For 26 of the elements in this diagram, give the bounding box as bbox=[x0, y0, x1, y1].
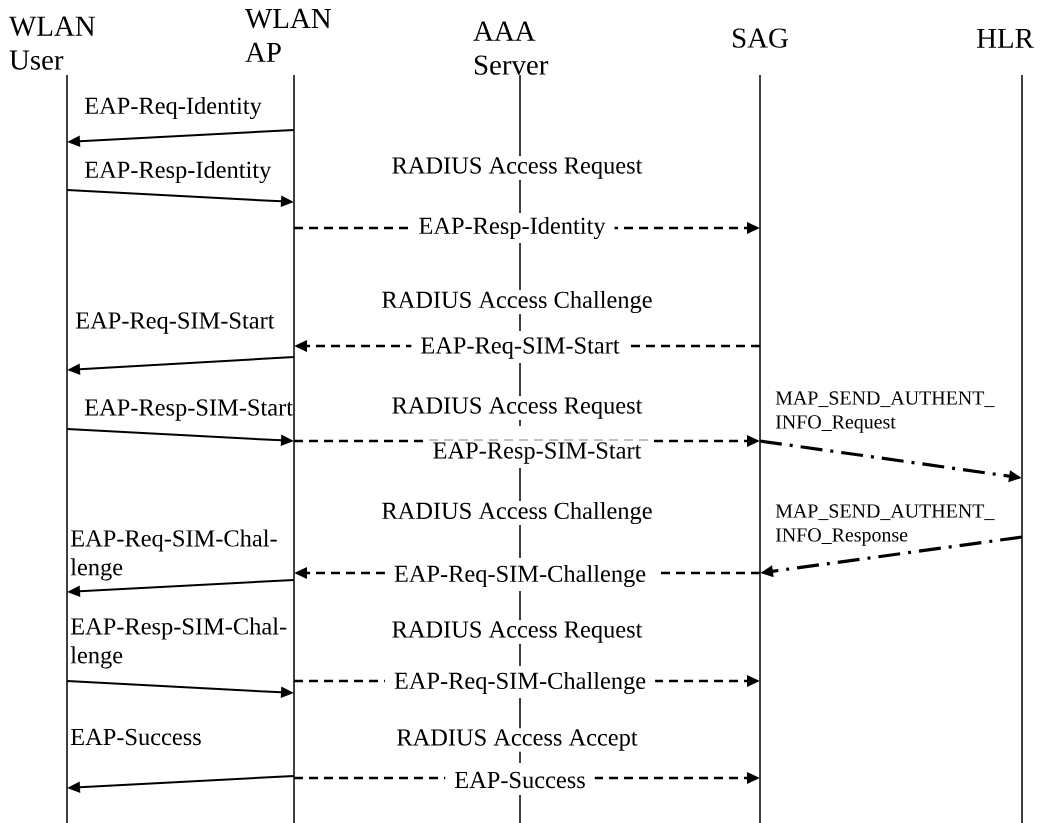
protocol-label: RADIUS Access Challenge bbox=[380, 500, 654, 526]
edge-label: EAP-Req-SIM-Start bbox=[411, 335, 629, 361]
protocol-label: RADIUS Access Request bbox=[390, 620, 644, 644]
edge-label: EAP-Resp-SIM-Chal- lenge bbox=[70, 617, 287, 669]
edge-label: EAP-Success bbox=[445, 769, 595, 791]
participant-heading: AAA Server bbox=[473, 21, 549, 75]
participant-heading: SAG bbox=[733, 28, 788, 48]
edge-label: EAP-Req-SIM-Challenge bbox=[384, 562, 656, 590]
participant-heading: WLAN AP bbox=[245, 8, 331, 62]
edge-label: EAP-Req-SIM-Challenge bbox=[384, 669, 656, 697]
edge-label: EAP-Resp-SIM-Start bbox=[84, 399, 293, 421]
edge-label: EAP-Req-Identity bbox=[84, 96, 262, 120]
protocol-label: RADIUS Access Request bbox=[390, 156, 644, 180]
protocol-label: RADIUS Access Challenge bbox=[380, 289, 654, 315]
edge-label: EAP-Success bbox=[70, 728, 201, 746]
edge-label: MAP_SEND_AUTHENT_ INFO_Response bbox=[775, 504, 995, 546]
edge-label: EAP-Req-SIM-Start bbox=[75, 312, 275, 334]
edge-label: MAP_SEND_AUTHENT_ INFO_Request bbox=[775, 391, 995, 433]
protocol-label: RADIUS Access Request bbox=[390, 396, 644, 420]
edge-label: EAP-Resp-Identity bbox=[409, 214, 615, 242]
participant-heading: WLAN User bbox=[9, 16, 95, 70]
edge-label: EAP-Resp-Identity bbox=[84, 160, 272, 184]
edge-label: EAP-Req-SIM-Chal- lenge bbox=[70, 529, 277, 581]
edge-label: EAP-Resp-SIM-Start bbox=[423, 440, 651, 466]
protocol-label: RADIUS Access Accept bbox=[395, 728, 639, 752]
participant-heading: HLR bbox=[976, 28, 1034, 48]
